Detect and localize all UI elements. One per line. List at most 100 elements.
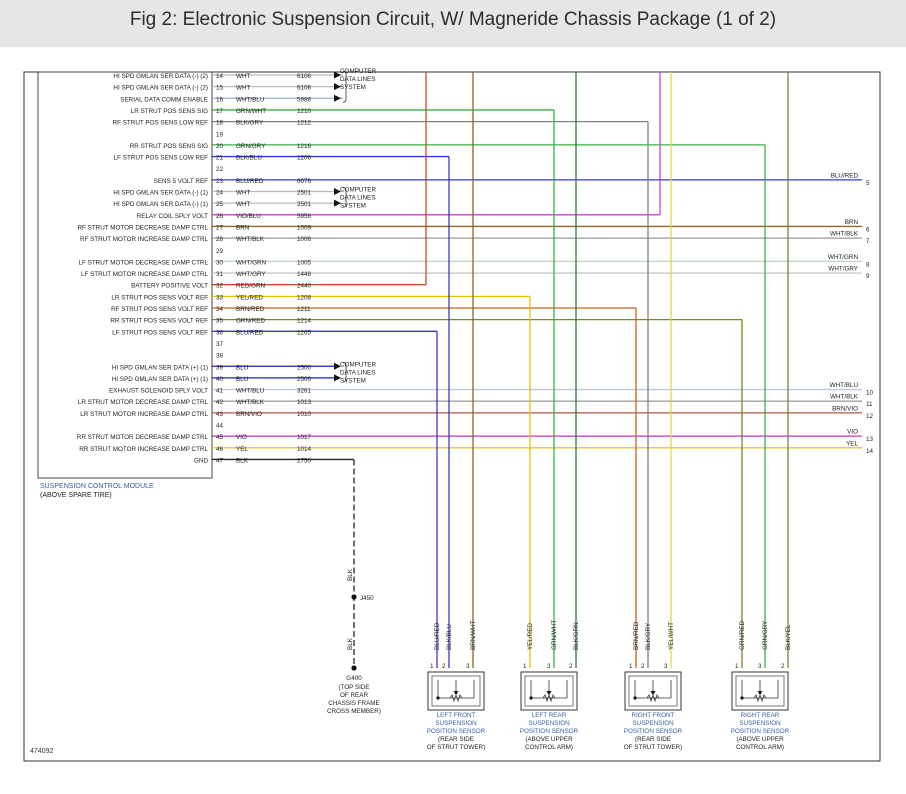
- pin-circuit-number: 1211: [297, 306, 311, 313]
- data-line-note-text: SYSTEM: [340, 203, 366, 210]
- data-line-arrow: [334, 362, 341, 370]
- pin-circuit-number: 1208: [297, 294, 312, 301]
- pin-number: 42: [216, 399, 224, 406]
- data-line-brace: [342, 361, 347, 383]
- sensor-name-text: RIGHT FRONT: [632, 712, 675, 719]
- pin-number: 40: [216, 376, 224, 383]
- pin-function-label: GND: [194, 457, 208, 464]
- pin-function-label: LF STRUT MOTOR INCREASE DAMP CTRL: [81, 271, 209, 278]
- pin-number: 14: [216, 73, 224, 80]
- pin-number: 21: [216, 155, 224, 162]
- ground-location-text: OF REAR: [340, 692, 368, 699]
- pin-function-label: LF STRUT POS SENS LOW REF: [114, 155, 209, 162]
- pin-number: 18: [216, 120, 224, 127]
- sensor-name-text: SUSPENSION: [528, 720, 570, 727]
- sensor-pin-number: 1: [629, 663, 633, 670]
- right-edge-connection-number: 12: [866, 413, 874, 420]
- pin-circuit-number: 2501: [297, 201, 312, 208]
- data-line-brace: [342, 187, 347, 208]
- pin-circuit-number: 1448: [297, 271, 312, 278]
- pin-function-label: SENS 5 VOLT REF: [154, 178, 209, 185]
- right-edge-connection-number: 11: [866, 401, 873, 408]
- data-line-note-text: SYSTEM: [340, 84, 366, 91]
- pin-number: 19: [216, 131, 224, 138]
- sensor-name-text: SUSPENSION: [435, 720, 477, 727]
- sensor-name-text: RIGHT REAR: [741, 712, 780, 719]
- sensor-location-text: (ABOVE UPPER: [736, 736, 784, 743]
- pin-circuit-number: 1750: [297, 457, 312, 464]
- pin-number: 23: [216, 178, 224, 185]
- pin-number: 41: [216, 388, 224, 395]
- pin-circuit-number: 1216: [297, 143, 312, 150]
- pin-function-label: HI SPD GMLAN SER DATA (+) (1): [112, 376, 208, 383]
- right-edge-wire-color: WHT/GRN: [828, 254, 859, 261]
- pin-number: 38: [216, 353, 224, 360]
- sensor-pin-number: 3: [466, 663, 470, 670]
- pin-function-label: HI SPD GMLAN SER DATA (-) (1): [113, 190, 208, 197]
- ground-point-icon: [351, 665, 357, 671]
- pin-wire-color: YEL: [236, 446, 248, 453]
- sensor-name-text: POSITION SENSOR: [731, 728, 790, 735]
- right-edge-connection-number: 5: [866, 180, 870, 187]
- pin-circuit-number: 2500: [297, 364, 312, 371]
- pin-wire-color: BRN/VIO: [236, 411, 262, 418]
- sensor-wire-color: GRN/WHT: [551, 620, 558, 650]
- pin-number: 45: [216, 434, 224, 441]
- data-line-note-text: COMPUTER: [340, 361, 376, 368]
- pin-circuit-number: 1010: [297, 411, 312, 418]
- pin-circuit-number: 1206: [297, 155, 312, 162]
- sensor-pin-number: 1: [430, 663, 434, 670]
- pin-function-label: RF STRUT POS SENS VOLT REF: [111, 306, 208, 313]
- pin-wire-color: BLU: [236, 364, 249, 371]
- pin-function-label: BATTERY POSITIVE VOLT: [131, 283, 208, 290]
- pin-function-label: RR STRUT MOTOR DECREASE DAMP CTRL: [77, 434, 209, 441]
- sensor-pin-number: 2: [442, 663, 446, 670]
- pin-wire-color: WHT/BLU: [236, 388, 265, 395]
- sensor-name-text: POSITION SENSOR: [520, 728, 579, 735]
- right-edge-wire-color: WHT/GRY: [828, 266, 858, 273]
- right-edge-connection-number: 14: [866, 448, 874, 455]
- pin-function-label: RF STRUT MOTOR DECREASE DAMP CTRL: [77, 224, 208, 231]
- pin-wire-color: BLK: [236, 457, 249, 464]
- sensor-wire-color: BRN/WHT: [470, 620, 477, 650]
- pin-circuit-number: 5986: [297, 96, 312, 103]
- sensor-junction-dot: [529, 696, 533, 700]
- figure-header: Fig 2: Electronic Suspension Circuit, W/…: [0, 0, 906, 47]
- data-line-arrow: [334, 94, 341, 102]
- right-edge-wire-color: BRN/VIO: [832, 405, 858, 412]
- right-edge-wire-color: BLU/RED: [831, 172, 859, 179]
- pin-function-label: HI SPD GMLAN SER DATA (-) (2): [113, 73, 208, 80]
- pin-number: 35: [216, 318, 224, 325]
- sensor-junction-dot: [436, 696, 440, 700]
- pin-wire-color: BRN/RED: [236, 306, 265, 313]
- pin-number: 31: [216, 271, 224, 278]
- pin-function-label: HI SPD GMLAN SER DATA (+) (1): [112, 364, 208, 371]
- pin-wire-color: BLK/GRY: [236, 120, 264, 127]
- pin-wire-color: GRN/WHT: [236, 108, 266, 115]
- data-line-note-text: DATA LINES: [340, 369, 375, 376]
- potentiometer-frame: [741, 680, 779, 699]
- pin-wire-color: GRN/RED: [236, 318, 265, 325]
- pin-circuit-number: 1212: [297, 120, 312, 127]
- sensor-inner-box: [524, 675, 574, 707]
- sensor-name-text: POSITION SENSOR: [427, 728, 486, 735]
- sensor-wire-color: BLU/RED: [434, 622, 441, 650]
- pin-wire-color: BLK/BLU: [236, 155, 262, 162]
- pin-function-label: EXHAUST SOLENOID SPLY VOLT: [109, 388, 208, 395]
- pin-function-label: LR STRUT MOTOR INCREASE DAMP CTRL: [80, 411, 208, 418]
- ground-wire-color-upper: BLK: [347, 568, 354, 581]
- sensor-wire-color: BRN/RED: [633, 621, 640, 650]
- pin-wire-color: WHT: [236, 201, 250, 208]
- pin-wire-color: RED/GRN: [236, 283, 265, 290]
- splice-point-icon: [351, 594, 357, 600]
- potentiometer-wiper-arrow-icon: [453, 691, 459, 695]
- data-line-arrow: [334, 71, 341, 79]
- sensor-location-text: (REAR SIDE: [635, 736, 671, 743]
- pin-circuit-number: 2440: [297, 283, 312, 290]
- pin-number: 15: [216, 85, 224, 92]
- pin-circuit-number: 3261: [297, 388, 312, 395]
- wires-layer: [212, 72, 862, 668]
